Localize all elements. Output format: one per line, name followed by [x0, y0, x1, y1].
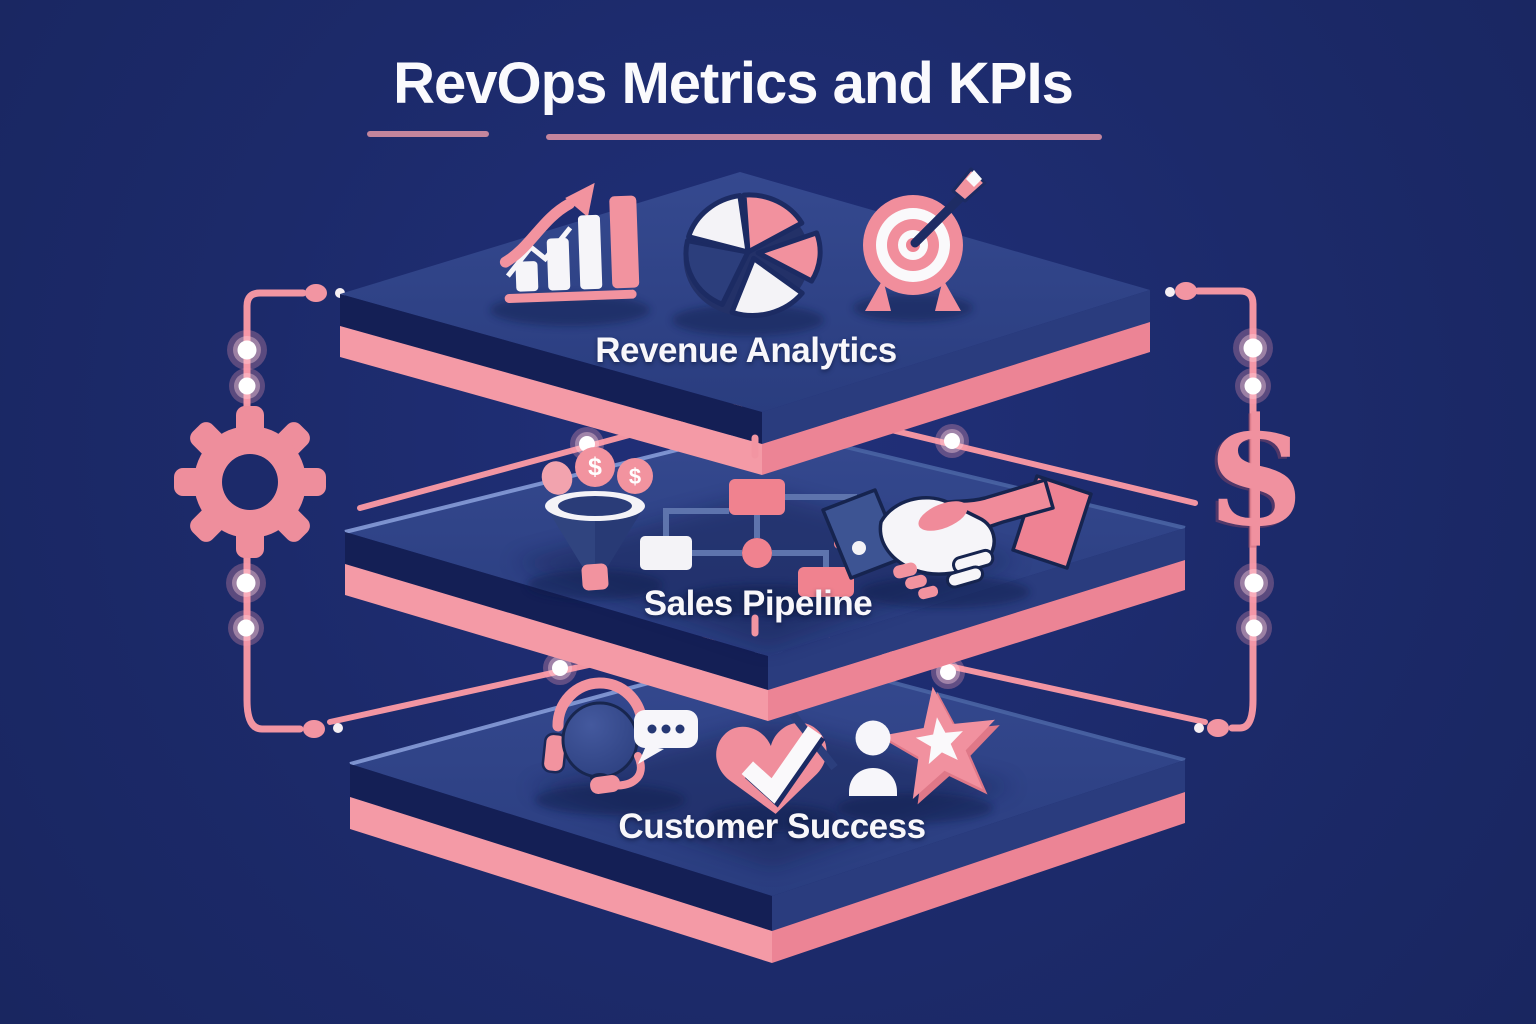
glow-dot — [1234, 563, 1274, 603]
funnel-coins-icon: $ $ — [541, 447, 653, 591]
layer1-band-left — [340, 326, 762, 475]
icon-shadow — [860, 576, 1030, 608]
layer3-wall-left — [350, 764, 772, 931]
connector-lines — [243, 287, 1257, 733]
connector-node — [1207, 719, 1229, 737]
glow-dot — [228, 610, 264, 646]
icon-shadow — [672, 304, 824, 336]
layer-label-revenue-analytics: Revenue Analytics — [595, 331, 897, 370]
title-underline-short — [367, 131, 489, 137]
icon-shadow — [837, 793, 993, 823]
handshake-icon — [821, 474, 1093, 600]
icon-shadow — [535, 785, 685, 815]
glow-dot — [1236, 610, 1272, 646]
layer1-band-right — [762, 322, 1150, 475]
customer-star-icon — [849, 686, 1000, 805]
connector-node — [305, 284, 327, 302]
connector-dot-small — [1194, 723, 1204, 733]
layer-customer-success — [349, 648, 1186, 963]
icon-shadow — [706, 804, 838, 832]
layer-revenue-analytics — [340, 167, 1150, 475]
headset-chat-icon — [541, 677, 698, 794]
glow-dot — [1233, 328, 1273, 368]
growth-chart-icon — [499, 182, 640, 303]
layer3-band-left — [350, 797, 772, 963]
connector-node — [303, 720, 325, 738]
layer2-band-right — [768, 560, 1185, 721]
coin-dollar-glyph: $ — [588, 453, 602, 481]
layer3-band-right — [772, 792, 1185, 963]
layer3-wall-right — [772, 760, 1185, 931]
connector-dot-small — [333, 723, 343, 733]
coin-dollar-glyph: $ — [629, 464, 641, 489]
target-arrow-icon — [863, 167, 987, 311]
glow-dot — [227, 330, 267, 370]
title-underline-long — [546, 134, 1102, 140]
dollar-icon: $ — [1204, 385, 1308, 559]
layer1-wall-right — [762, 290, 1150, 444]
layer-label-sales-pipeline: Sales Pipeline — [643, 584, 873, 623]
layer2-wall-left — [345, 532, 768, 690]
layer-sales-pipeline: $ $ — [344, 426, 1186, 721]
layer2-band-left — [345, 564, 768, 721]
glow-dot — [1235, 368, 1271, 404]
gear-icon — [174, 406, 326, 558]
pie-chart-icon — [683, 192, 823, 318]
connector-dot-small — [1165, 287, 1175, 297]
right-connector-path — [1194, 287, 1257, 732]
chat-bubble — [634, 710, 698, 764]
glow-dot — [226, 563, 266, 603]
connector-nodes — [303, 282, 1229, 738]
layer1-wall-left — [340, 294, 762, 444]
connector-node — [1175, 282, 1197, 300]
page-title: RevOps Metrics and KPIs — [393, 51, 1074, 116]
layer2-wall-right — [768, 528, 1185, 690]
glow-dot — [935, 424, 969, 458]
glow-dot — [229, 368, 265, 404]
layer-label-customer-success: Customer Success — [618, 807, 926, 846]
heart-check-icon — [716, 711, 838, 814]
